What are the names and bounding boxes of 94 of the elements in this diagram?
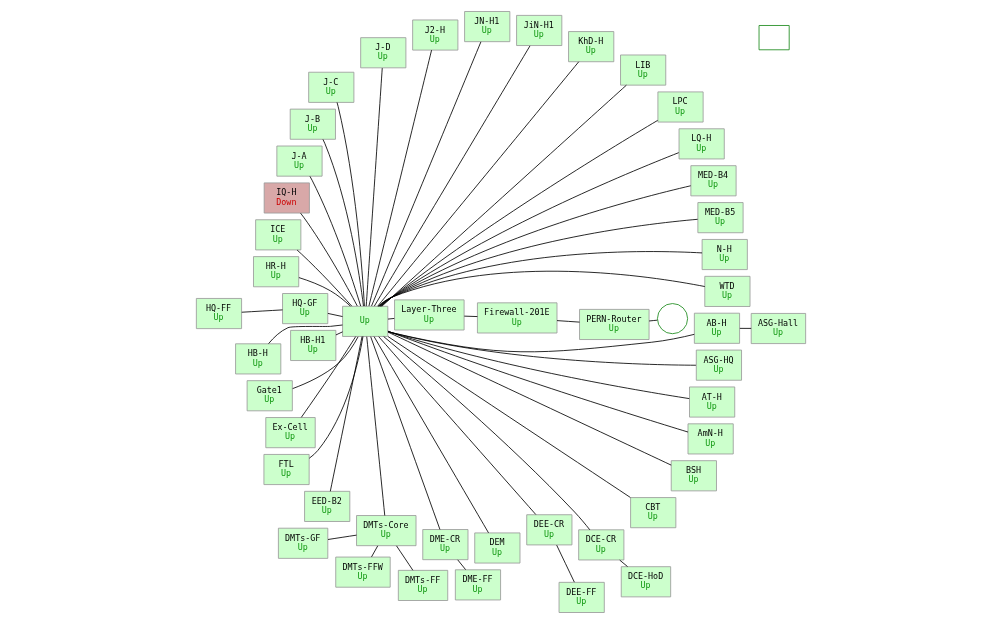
connector bbox=[387, 318, 395, 320]
connector bbox=[370, 545, 378, 558]
connector bbox=[308, 336, 363, 459]
connector bbox=[370, 41, 481, 307]
node-box: JiN-H1 Up bbox=[515, 14, 562, 46]
node-box: ASG-HQ Up bbox=[695, 349, 742, 381]
connector bbox=[387, 331, 672, 466]
node-box: DMTs-FF Up bbox=[397, 569, 448, 601]
node-box: DMTs-Core Up bbox=[355, 515, 416, 547]
connector bbox=[387, 331, 696, 366]
connector bbox=[380, 120, 658, 307]
node-box: DMTs-GF Up bbox=[277, 527, 328, 559]
node-box: LPC Up bbox=[656, 91, 704, 123]
connector bbox=[291, 336, 358, 390]
connector bbox=[365, 67, 383, 307]
connector bbox=[555, 544, 575, 583]
connector bbox=[296, 249, 352, 307]
connector bbox=[387, 336, 631, 498]
connector bbox=[738, 327, 752, 329]
connector bbox=[378, 185, 691, 307]
node-box: J-B Up bbox=[289, 108, 336, 140]
node-box: J-C Up bbox=[307, 71, 354, 103]
node-box: JN-H1 Up bbox=[463, 11, 510, 43]
connector bbox=[373, 336, 489, 534]
connector bbox=[299, 212, 358, 307]
node-box: KhD-H Up bbox=[567, 31, 614, 63]
node-box: MED-B5 Up bbox=[696, 202, 744, 234]
node-box: DCE-CR Up bbox=[577, 529, 624, 561]
node-box: DME-FF Up bbox=[454, 569, 501, 601]
connector bbox=[327, 534, 357, 540]
connector bbox=[329, 336, 362, 492]
node-box: HQ-FF Up bbox=[195, 298, 242, 330]
connector bbox=[240, 309, 283, 313]
node-box: DMTs-FFW Up bbox=[334, 556, 391, 588]
node-box: Firewall-201E Up bbox=[476, 302, 557, 334]
connector bbox=[456, 559, 466, 571]
node-box: LIB Up bbox=[619, 54, 666, 86]
connector bbox=[300, 336, 356, 418]
connector bbox=[463, 315, 478, 317]
node-box: HR-H Up bbox=[252, 256, 299, 288]
connector bbox=[369, 336, 440, 530]
node-box: IQ-H Down bbox=[263, 182, 310, 214]
node-box: J2-H Up bbox=[411, 19, 458, 51]
connector bbox=[368, 49, 432, 307]
node-box: DEM Up bbox=[473, 532, 520, 564]
node-box: AT-H Up bbox=[688, 386, 735, 418]
connector bbox=[379, 152, 679, 307]
connector bbox=[382, 336, 590, 531]
connector bbox=[335, 331, 343, 336]
node-box: N-H Up bbox=[701, 239, 748, 271]
node-box: Layer-Three Up bbox=[393, 299, 464, 331]
node-box: EED-B2 Up bbox=[303, 490, 350, 522]
node-box: HQ-GF Up bbox=[281, 293, 328, 325]
node-box: WTD Up bbox=[703, 275, 750, 307]
node-box: DEE-CR Up bbox=[525, 514, 572, 546]
connector bbox=[556, 320, 580, 323]
node-box: Gate1 Up bbox=[246, 380, 293, 412]
node-box: PERN-Router Up bbox=[578, 308, 649, 340]
connector bbox=[365, 336, 385, 516]
node-box: MED-B4 Up bbox=[689, 165, 736, 197]
connector bbox=[648, 319, 658, 322]
node-box: ASG-Hall Up bbox=[750, 313, 806, 344]
node-circle bbox=[656, 303, 688, 335]
node-box: AmN-H Up bbox=[687, 423, 734, 455]
node-box: J-D Up bbox=[359, 37, 406, 69]
node-box: LQ-H Up bbox=[678, 128, 725, 160]
node-box: DEE-FF Up bbox=[558, 581, 605, 613]
connector bbox=[618, 559, 628, 567]
node-box bbox=[758, 25, 790, 51]
connector bbox=[267, 324, 343, 345]
connector bbox=[309, 175, 361, 307]
node-box: BSH Up bbox=[670, 460, 717, 492]
node-box: ICE Up bbox=[254, 219, 301, 251]
node-box: DME-CR Up bbox=[421, 529, 468, 561]
node-box: DCE-HoD Up bbox=[620, 566, 671, 598]
connector bbox=[373, 45, 530, 307]
connector bbox=[380, 84, 627, 307]
node-box: J-A Up bbox=[275, 145, 323, 177]
node-box: CBT Up bbox=[629, 497, 676, 529]
connector bbox=[378, 218, 698, 307]
connector bbox=[377, 336, 536, 515]
connector bbox=[326, 313, 343, 317]
connector bbox=[322, 139, 364, 307]
connector bbox=[376, 61, 579, 307]
connector bbox=[387, 331, 695, 353]
connector bbox=[336, 102, 365, 307]
node-box: HB-H Up bbox=[234, 343, 281, 375]
node-box: Up bbox=[341, 305, 388, 337]
connector bbox=[298, 277, 351, 307]
node-box: AB-H Up bbox=[693, 312, 740, 344]
node-box: Ex-Cell Up bbox=[264, 417, 316, 449]
node-box: FTL Up bbox=[263, 454, 310, 485]
node-box: HB-H1 Up bbox=[289, 329, 336, 361]
connector bbox=[395, 545, 413, 571]
